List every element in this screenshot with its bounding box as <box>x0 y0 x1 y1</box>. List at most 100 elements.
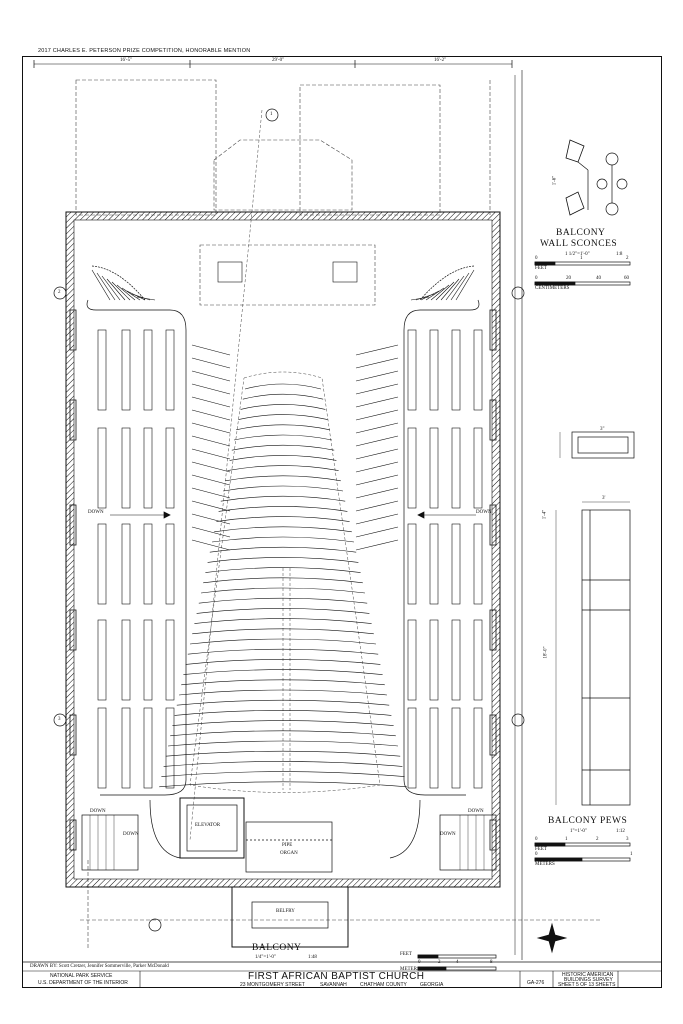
pew-dim-1ft4: 1'-4" <box>542 509 548 520</box>
organ-label-1: PIPE <box>282 843 293 848</box>
balcony-tick-2: 4 <box>456 960 459 965</box>
side-pew-left <box>165 427 175 509</box>
side-pew-left <box>97 619 107 701</box>
side-pew-left <box>97 523 107 605</box>
center-pew-row <box>211 536 355 543</box>
front-fan-pew-left <box>131 293 151 301</box>
balcony-tick-1: 2 <box>438 960 441 965</box>
side-pew-left <box>165 707 175 789</box>
sconces-scale: 1 1/2"=1'-0" <box>565 252 590 257</box>
section-mark-3: 3 <box>58 717 61 722</box>
side-pew-left <box>121 707 131 789</box>
front-fan-pew-right <box>410 296 430 301</box>
angled-pew-right <box>355 435 399 447</box>
center-pew-row <box>174 710 392 716</box>
front-fan-pew-right <box>440 278 460 301</box>
center-pew-row <box>165 750 401 757</box>
front-fan-pew-right <box>445 275 465 301</box>
pews-tick-1: 1 <box>565 837 568 842</box>
dimension-center: 29'-0" <box>272 58 285 63</box>
side-pew-right <box>451 427 461 509</box>
center-pew-row <box>192 628 374 635</box>
center-pew-row <box>172 720 394 726</box>
angled-pew-right <box>355 409 399 421</box>
angled-pew-left <box>191 539 231 551</box>
angled-pew-left <box>191 370 231 382</box>
side-pew-right <box>451 329 461 411</box>
wall-sconce-plan-icon <box>596 152 628 216</box>
pew-dim-3ft: 3' <box>602 496 606 501</box>
side-pew-right <box>451 619 461 701</box>
down-label-right: DOWN <box>476 510 492 515</box>
center-pew-row <box>205 567 361 573</box>
side-pew-right <box>429 523 439 605</box>
pew-dim-3in: 3" <box>600 427 605 432</box>
side-pew-right <box>429 707 439 789</box>
drawn-by: DRAWN BY: Scott Cretzer, Jennifer Sommer… <box>30 964 169 969</box>
center-pew-row <box>161 771 405 777</box>
angled-pew-right <box>355 344 399 356</box>
sconces-title-2: WALL SCONCES <box>540 239 618 249</box>
angled-pew-left <box>191 409 231 421</box>
front-fan-pew-right <box>450 272 470 301</box>
habs-line-1: HISTORIC AMERICAN <box>562 972 614 978</box>
center-pew-row <box>159 781 407 788</box>
front-fan-pew-right <box>425 287 445 301</box>
balcony-tick-0: 0 <box>418 960 421 965</box>
side-pew-right <box>473 707 483 789</box>
pews-m-tick-0: 0 <box>535 852 538 857</box>
center-pew-row <box>238 414 328 420</box>
center-pew-row <box>244 383 322 390</box>
side-pew-right <box>407 707 417 789</box>
elevator-label: ELEVATOR <box>195 823 221 828</box>
church-city: SAVANNAH <box>320 982 347 988</box>
balcony-meters: METERS <box>400 967 420 972</box>
sconces-tick-1: 1 <box>580 256 583 261</box>
section-mark-2: 2 <box>58 290 61 295</box>
sconces-ratio: 1:8 <box>616 252 623 257</box>
choir-seat-right <box>332 261 358 283</box>
front-fan-pew-left <box>91 269 111 301</box>
angled-pew-left <box>191 344 231 356</box>
side-pew-left <box>143 707 153 789</box>
center-pew-row <box>220 495 346 502</box>
center-pew-row <box>214 526 352 533</box>
pews-tick-2: 2 <box>596 837 599 842</box>
angled-pew-left <box>191 435 231 447</box>
side-pew-right <box>473 427 483 509</box>
angled-pew-left <box>191 383 231 395</box>
sconces-tick-2: 2 <box>626 256 629 261</box>
side-pew-right <box>473 523 483 605</box>
front-fan-pew-right <box>415 293 435 301</box>
angled-pew-left <box>191 526 231 538</box>
pews-scale: 1"=1'-0" <box>570 829 587 834</box>
side-pew-left <box>97 707 107 789</box>
church-address: 23 MONTGOMERY STREET <box>240 982 305 988</box>
church-state: GEORGIA <box>420 982 444 988</box>
front-fan-pew-right <box>435 281 455 301</box>
pew-dim-18ft: 18'-0" <box>543 646 549 659</box>
center-pew-row <box>225 475 341 482</box>
angled-pew-right <box>355 500 399 512</box>
angled-pew-right <box>355 487 399 499</box>
center-pew-row <box>170 730 396 737</box>
pews-feet: FEET <box>535 847 547 852</box>
sconces-cm-tick-0: 0 <box>535 276 538 281</box>
angled-pew-right <box>355 539 399 551</box>
angled-pew-left <box>191 422 231 434</box>
side-pew-right <box>407 329 417 411</box>
side-pew-right <box>429 427 439 509</box>
choir-seat-left <box>217 261 243 283</box>
center-pew-row <box>203 577 363 584</box>
sheet-border <box>22 56 662 988</box>
angled-pew-right <box>355 474 399 486</box>
wall-sconce-elevation-icon <box>565 139 589 216</box>
agency-nps: NATIONAL PARK SERVICE <box>50 973 113 979</box>
center-pew-row <box>209 546 357 553</box>
center-pew-row <box>222 485 344 492</box>
side-pew-left <box>121 427 131 509</box>
center-pew-row <box>227 465 339 471</box>
angled-pew-left <box>191 513 231 525</box>
side-pew-left <box>143 523 153 605</box>
